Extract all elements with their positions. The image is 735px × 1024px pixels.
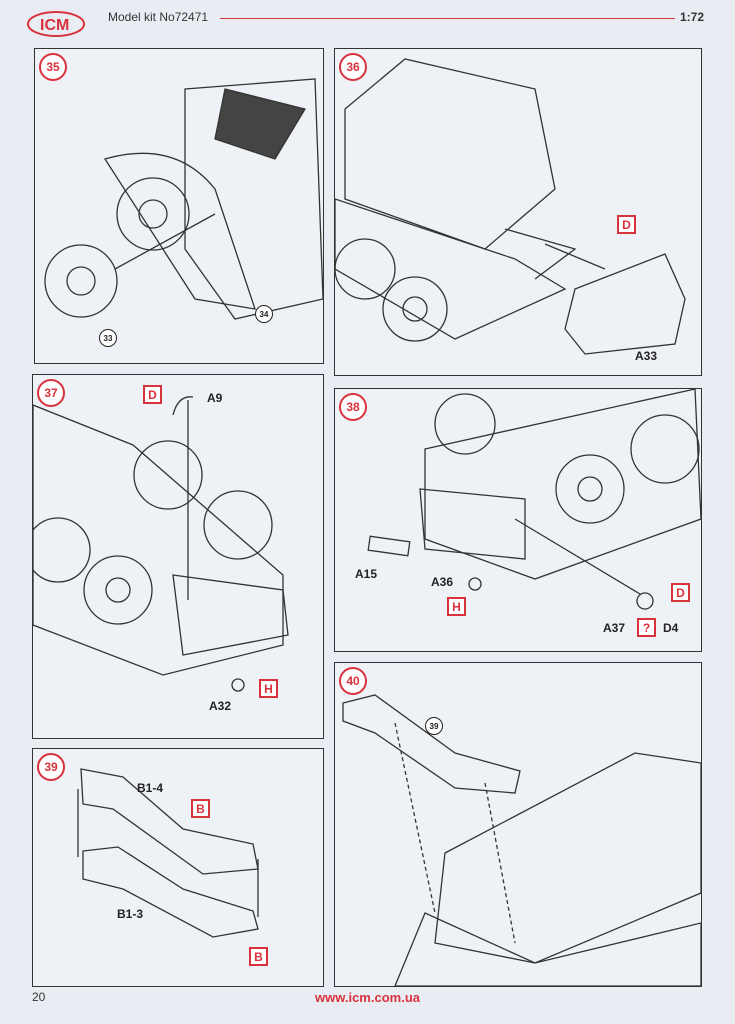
marker-box: H	[447, 597, 466, 616]
step-number: 37	[37, 379, 65, 407]
icm-logo: ICM	[27, 11, 85, 37]
part-label: D4	[663, 621, 679, 635]
step-number: 35	[39, 53, 67, 81]
part-ref: 39	[425, 717, 443, 735]
scale: 1:72	[680, 10, 705, 24]
step-37-panel: 37 D A9 H A32	[32, 374, 324, 739]
step-36-drawing	[335, 58, 686, 355]
part-ref: 34	[255, 305, 273, 323]
page-number: 20	[32, 990, 46, 1004]
header-rule	[220, 18, 675, 19]
marker-box: B	[191, 799, 210, 818]
step-39-drawing	[77, 768, 259, 938]
step-40-drawing	[342, 694, 701, 986]
step-38-drawing	[367, 389, 701, 610]
kit-number: Model kit No72471	[108, 10, 209, 24]
marker-box: D	[671, 583, 690, 602]
step-number: 38	[339, 393, 367, 421]
step-number: 40	[339, 667, 367, 695]
part-label: A37	[603, 621, 626, 635]
part-label: A9	[207, 391, 223, 405]
step-39-panel: 39 B1-4 B B1-3 B	[32, 748, 324, 987]
part-ref: 33	[99, 329, 117, 347]
part-label: A15	[355, 567, 378, 581]
step-35-panel: 35 33 34	[34, 48, 324, 364]
marker-box: D	[617, 215, 636, 234]
step-35-drawing	[44, 78, 323, 320]
step-36-panel: 36 D A33	[334, 48, 702, 376]
part-label: A36	[431, 575, 454, 589]
part-label: A32	[209, 699, 232, 713]
marker-box: B	[249, 947, 268, 966]
step-37-drawing	[33, 396, 289, 692]
part-label: A33	[635, 349, 658, 363]
website-link[interactable]: www.icm.com.ua	[315, 990, 420, 1005]
marker-box: H	[259, 679, 278, 698]
part-label: B1-4	[137, 781, 164, 795]
step-38-panel: 38 A15 A36 H D A37 ? D4	[334, 388, 702, 652]
svg-text:ICM: ICM	[40, 17, 69, 34]
step-number: 39	[37, 753, 65, 781]
step-40-panel: 40 39	[334, 662, 702, 987]
marker-box: ?	[637, 618, 656, 637]
step-number: 36	[339, 53, 367, 81]
marker-box: D	[143, 385, 162, 404]
part-label: B1-3	[117, 907, 144, 921]
